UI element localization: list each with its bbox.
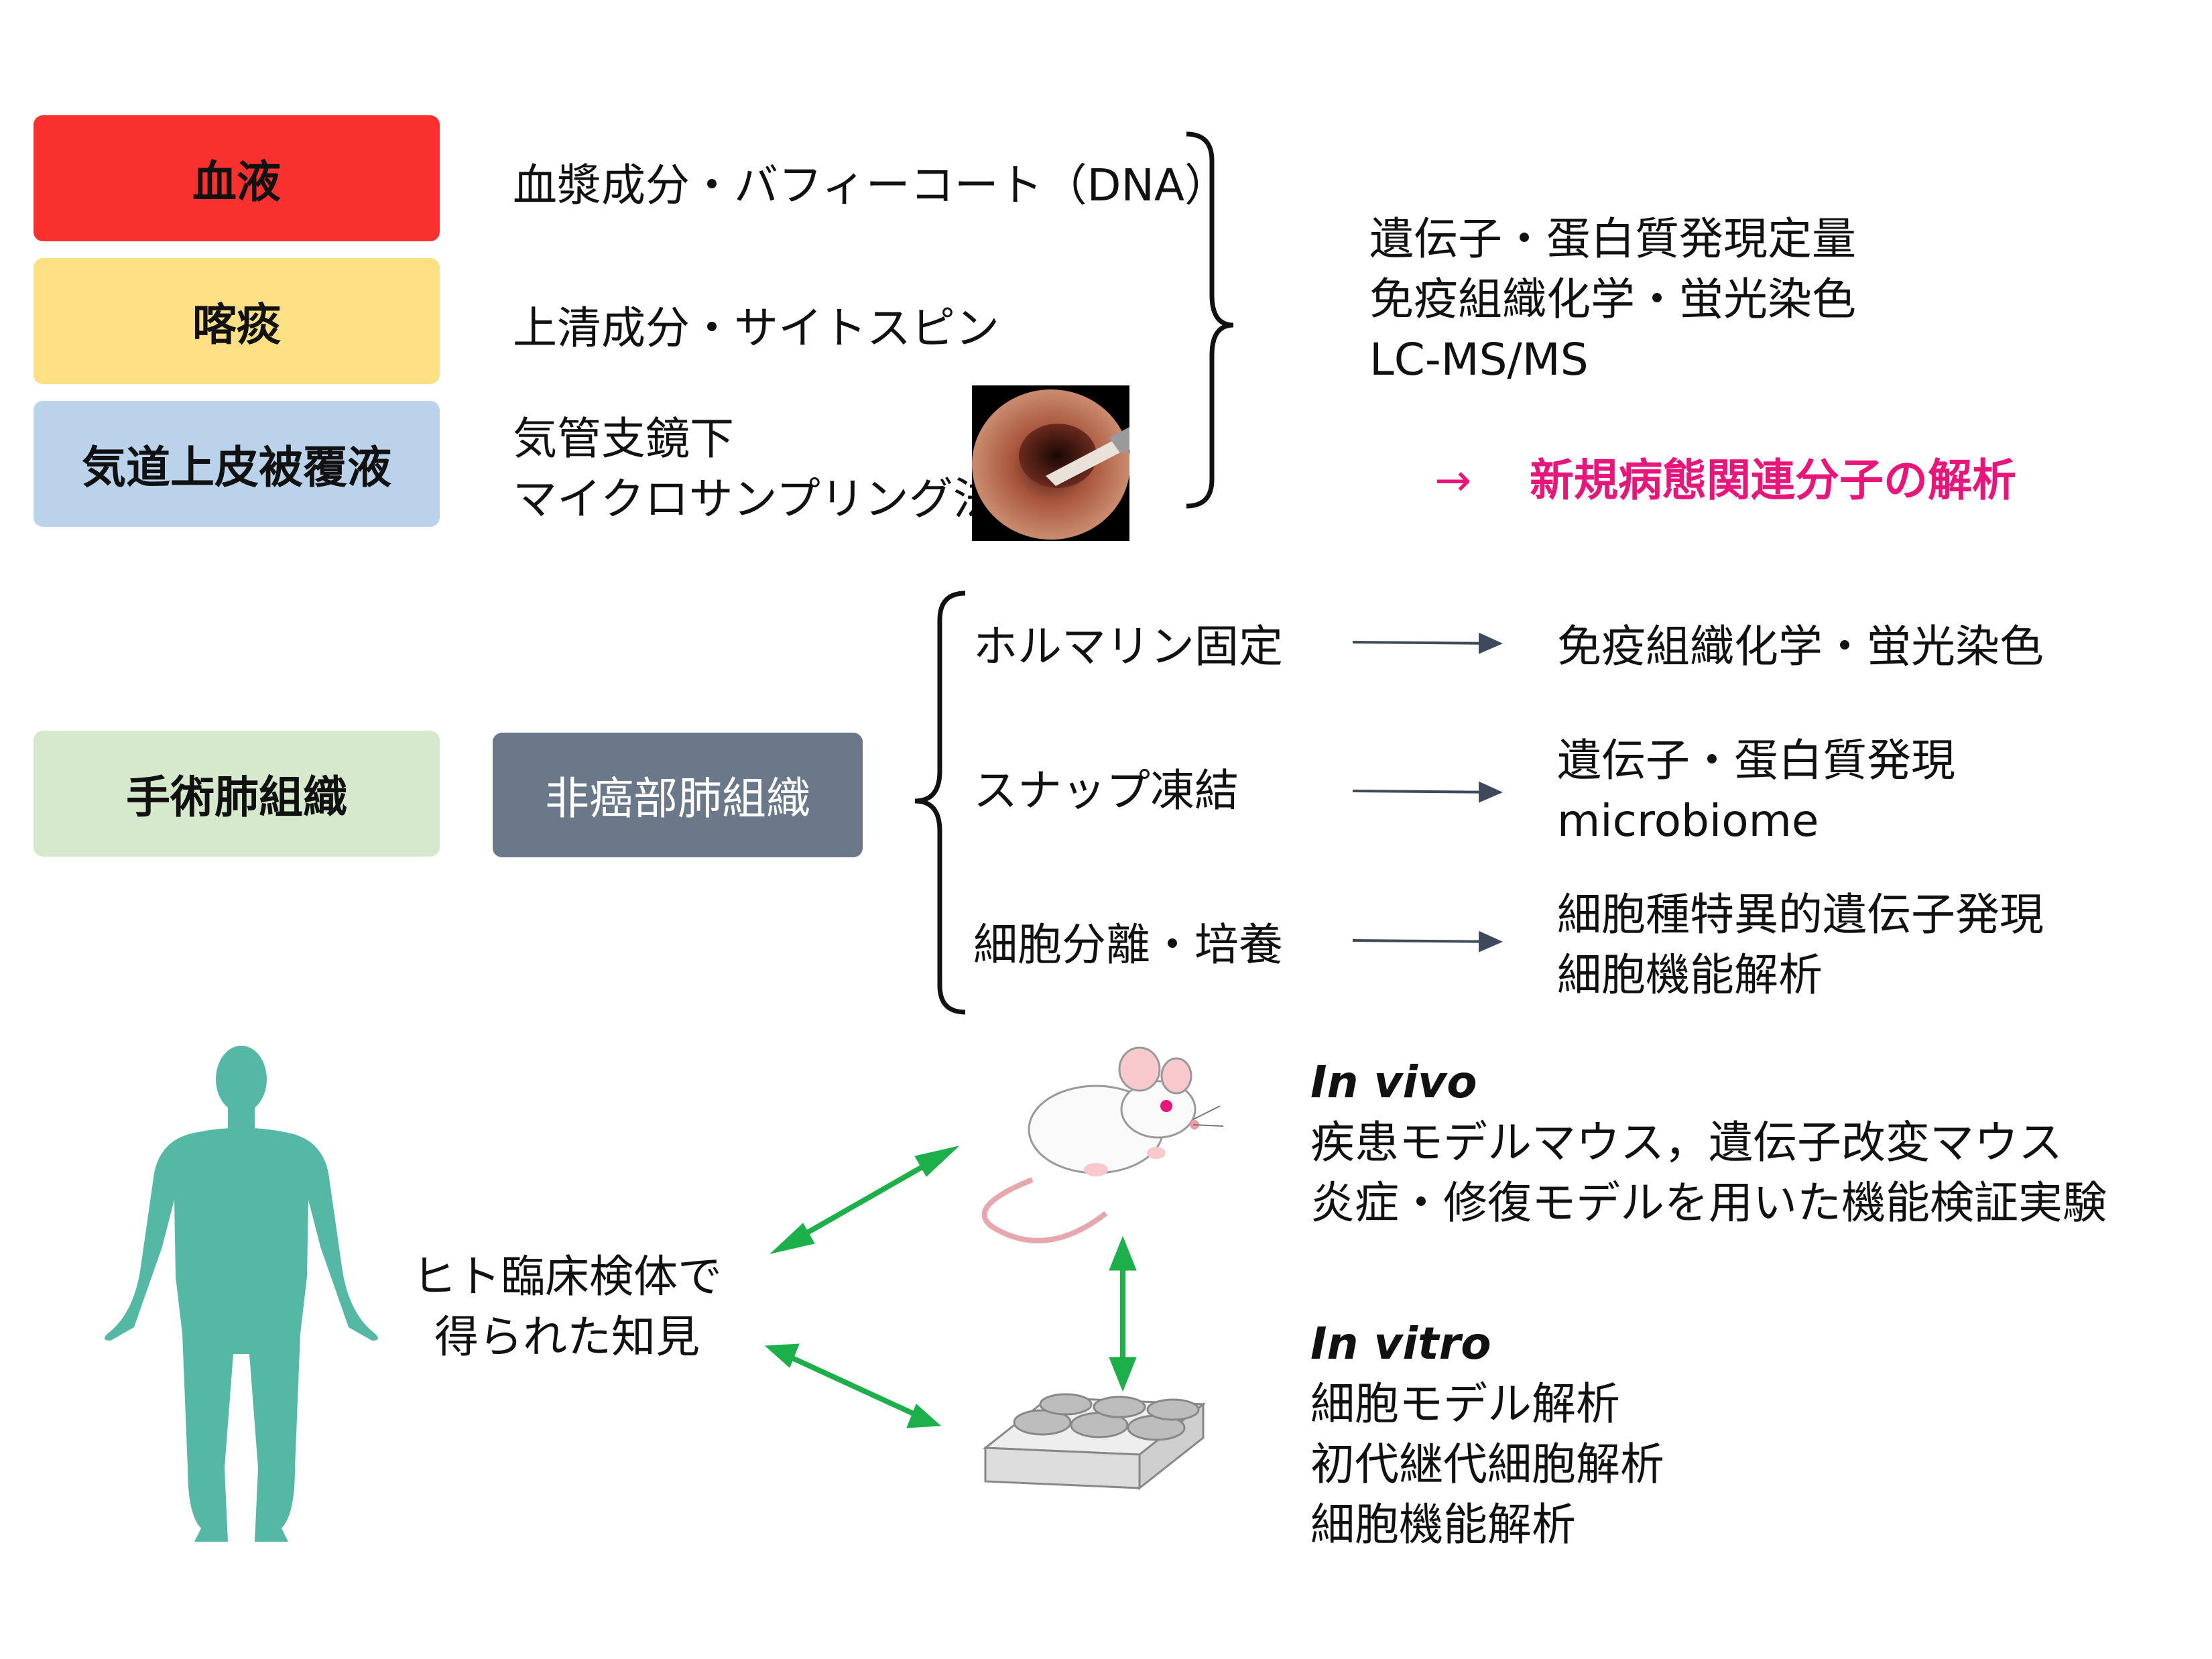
right-brace [1186, 131, 1234, 509]
elf-box: 気道上皮被覆液 [34, 401, 440, 527]
surgical-tissue-label: 手術肺組織 [126, 772, 347, 823]
method-cell-culture: 細胞分離・培養 [973, 919, 1283, 971]
arrow-culture [1352, 930, 1503, 953]
invivo-line2: 炎症・修復モデルを用いた機能検証実験 [1310, 1177, 2107, 1229]
highlight-arrow: → [1434, 454, 1472, 506]
invitro-line3: 細胞機能解析 [1310, 1499, 1576, 1550]
mouse-figure [981, 1046, 1224, 1243]
culture-plate [982, 1393, 1207, 1491]
noncancer-tissue-box: 非癌部肺組織 [493, 733, 863, 857]
elf-description-line2: マイクロサンプリング法 [513, 473, 997, 525]
result-formalin-line1: 免疫組織化学・蛍光染色 [1557, 621, 2044, 672]
surgical-tissue-box: 手術肺組織 [34, 731, 440, 857]
method-formalin: ホルマリン固定 [973, 621, 1283, 672]
result-snap-line2: microbiome [1557, 795, 1819, 847]
result-culture-line1: 細胞種特異的遺伝子発現 [1557, 889, 2044, 940]
green-arrow-human-dish [764, 1343, 942, 1428]
arrow-snap [1352, 781, 1503, 803]
arrow-formalin [1352, 632, 1503, 654]
result-culture-line2: 細胞機能解析 [1557, 949, 1823, 1001]
analysis-line1: 遺伝子・蛋白質発現定量 [1369, 213, 1856, 265]
sputum-label: 喀痰 [192, 299, 281, 351]
green-arrow-mouse-dish [1109, 1235, 1137, 1392]
elf-description-line1: 気管支鏡下 [513, 413, 734, 465]
blood-box: 血液 [34, 115, 440, 241]
result-snap-line1: 遺伝子・蛋白質発現 [1557, 735, 1955, 786]
invivo-title: In vivo [1310, 1056, 1477, 1108]
method-snap-freeze: スナップ凍結 [973, 765, 1239, 816]
highlight-text: 新規病態関連分子の解析 [1530, 454, 2016, 506]
human-figure [105, 1046, 378, 1542]
left-brace [914, 591, 966, 1015]
analysis-line2: 免疫組織化学・蛍光染色 [1369, 273, 1856, 325]
invitro-title: In vitro [1310, 1318, 1491, 1369]
human-findings-line2: 得られた知見 [434, 1311, 700, 1363]
blood-label: 血液 [192, 156, 281, 208]
analysis-line3: LC-MS/MS [1369, 334, 1589, 385]
invitro-line1: 細胞モデル解析 [1310, 1378, 1620, 1430]
elf-label: 気道上皮被覆液 [82, 442, 391, 493]
noncancer-tissue-label: 非癌部肺組織 [545, 773, 810, 824]
human-findings-line1: ヒト臨床検体で [412, 1251, 722, 1302]
bronchoscopy-image [972, 385, 1129, 541]
sputum-description: 上清成分・サイトスピン [513, 302, 999, 354]
sputum-box: 喀痰 [34, 258, 440, 384]
green-arrow-human-mouse [770, 1146, 960, 1254]
invitro-line2: 初代継代細胞解析 [1310, 1438, 1664, 1490]
invivo-line1: 疾患モデルマウス，遺伝子改変マウス [1310, 1117, 2063, 1168]
blood-description: 血漿成分・バフィーコート（DNA） [513, 160, 1229, 211]
